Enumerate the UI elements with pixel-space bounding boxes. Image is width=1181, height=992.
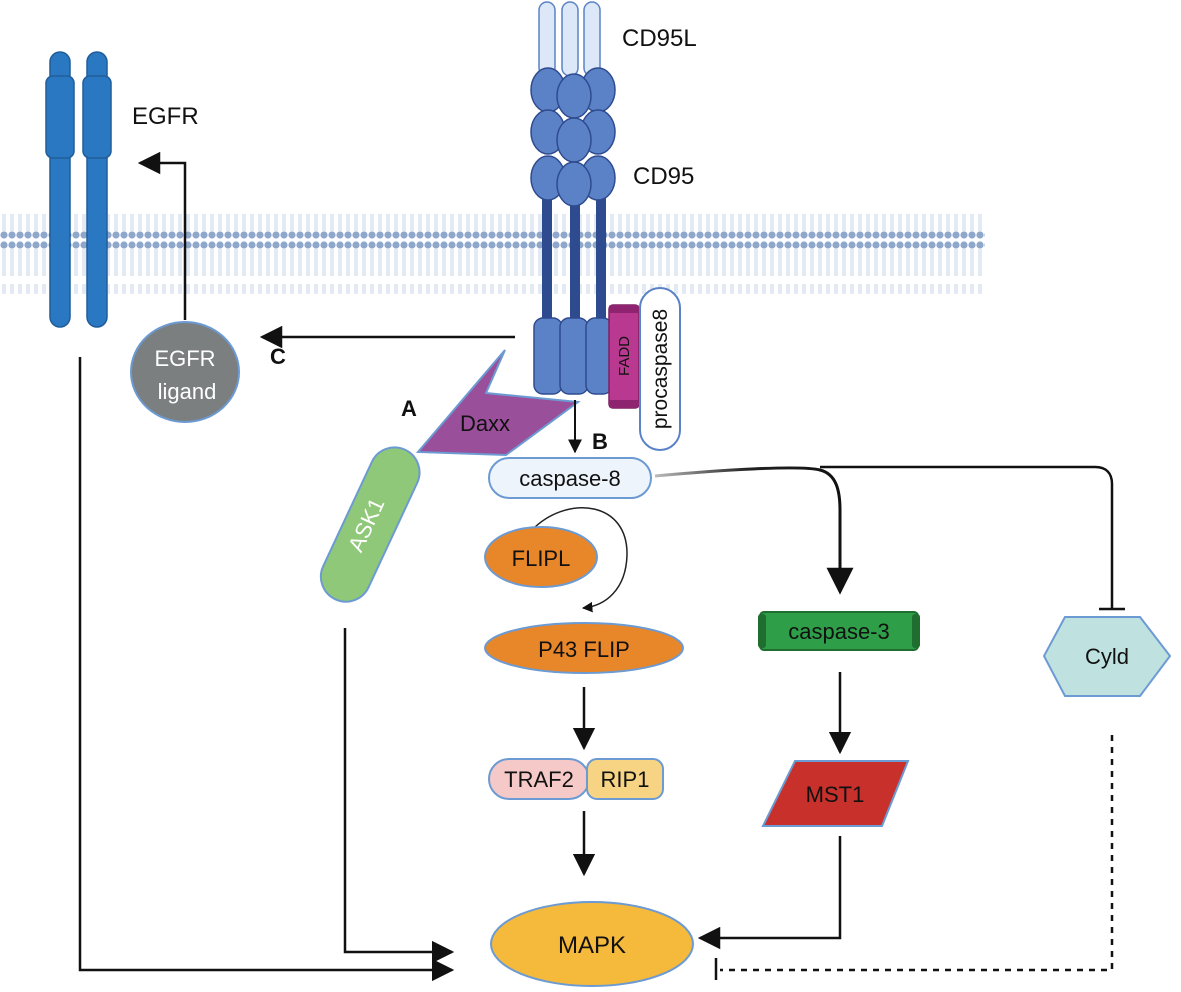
flipl: FLIPL bbox=[484, 526, 598, 588]
egfr-ligand-label-line2: ligand bbox=[158, 379, 217, 404]
arrow-mst1-to-mapk bbox=[697, 836, 842, 950]
cyld: Cyld bbox=[1042, 616, 1172, 697]
egfr-ligand: EGFR ligand bbox=[130, 321, 240, 423]
rip1-label: RIP1 bbox=[601, 767, 650, 792]
procaspase8-label: procaspase8 bbox=[649, 309, 672, 429]
procaspase8: procaspase8 bbox=[639, 287, 681, 451]
mst1-label: MST1 bbox=[806, 782, 865, 807]
daxx: Daxx bbox=[415, 349, 581, 457]
arrow-egfr-to-mapk bbox=[78, 357, 455, 982]
cd95-label: CD95 bbox=[633, 163, 694, 190]
traf2-label: TRAF2 bbox=[504, 767, 574, 792]
inhibit-caspase8-to-cyld bbox=[820, 465, 1114, 608]
cyld-label: Cyld bbox=[1085, 644, 1129, 669]
traf2-rip1-complex: TRAF2 RIP1 bbox=[488, 758, 664, 800]
flipl-label: FLIPL bbox=[512, 546, 571, 571]
fadd-label: FADD bbox=[616, 336, 633, 376]
egfr-receptor bbox=[45, 51, 112, 328]
p43-flip-label: P43 FLIP bbox=[538, 637, 630, 662]
caspase8-label: caspase-8 bbox=[519, 466, 621, 491]
pathway-label-b: B bbox=[592, 429, 608, 454]
mapk-label: MAPK bbox=[558, 932, 626, 959]
pathway-label-a: A bbox=[401, 396, 417, 421]
cell-membrane bbox=[0, 214, 985, 294]
arrow-ask1-to-mapk bbox=[343, 628, 455, 964]
caspase3: caspase-3 bbox=[758, 611, 920, 651]
mapk: MAPK bbox=[490, 901, 694, 987]
egfr-ligand-label-line1: EGFR bbox=[154, 346, 215, 371]
arrow-ligand-to-egfr bbox=[137, 151, 187, 320]
mst1: MST1 bbox=[761, 760, 910, 827]
cd95l-ligand bbox=[538, 1, 601, 77]
arrow-caspase8-to-caspase3 bbox=[654, 466, 854, 595]
caspase3-label: caspase-3 bbox=[788, 619, 890, 644]
cd95l-label: CD95L bbox=[622, 25, 697, 52]
pathway-label-c: C bbox=[270, 344, 286, 369]
arrow-flipl-cleavage bbox=[534, 507, 628, 613]
p43-flip: P43 FLIP bbox=[484, 622, 684, 674]
daxx-label: Daxx bbox=[460, 411, 510, 436]
caspase8: caspase-8 bbox=[488, 457, 652, 499]
egfr-label: EGFR bbox=[132, 103, 199, 130]
inhibit-cyld-to-mapk bbox=[720, 735, 1114, 972]
fadd: FADD bbox=[608, 304, 640, 409]
cd95-receptor bbox=[530, 67, 616, 395]
ask1: ASK1 bbox=[319, 446, 421, 603]
